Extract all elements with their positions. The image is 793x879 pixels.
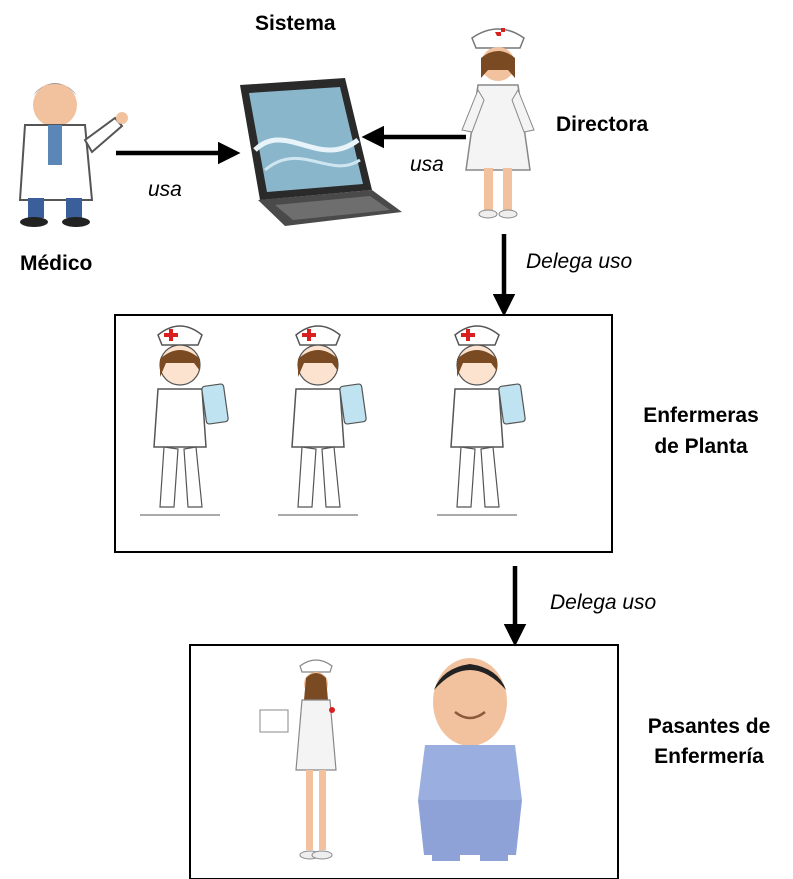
label-directora: Directora xyxy=(556,113,649,136)
laptop-icon xyxy=(240,78,402,226)
label-usa-right: usa xyxy=(410,153,444,176)
nurse-icon xyxy=(140,325,229,516)
enfermeras-planta-box xyxy=(114,314,613,553)
label-enfermeras-line2: de Planta xyxy=(654,435,748,458)
label-enfermeras-line1: Enfermeras xyxy=(643,404,759,427)
label-pasantes-enfermeria: Pasantes de Enfermería xyxy=(630,715,788,769)
label-medico: Médico xyxy=(20,252,93,275)
director-nurse-figure xyxy=(461,28,535,219)
label-delega-uso-1: Delega uso xyxy=(526,250,633,273)
label-pasantes-line1: Pasantes de xyxy=(647,715,771,738)
label-sistema: Sistema xyxy=(255,12,336,35)
intern-male-figure xyxy=(418,658,522,861)
label-pasantes-line2: Enfermería xyxy=(654,745,764,768)
label-delega-uso-2: Delega uso xyxy=(550,591,657,614)
nurse-icon xyxy=(277,325,368,516)
label-enfermeras-planta: Enfermeras de Planta xyxy=(626,404,776,459)
nurse-icon xyxy=(436,325,527,516)
intern-nurse-figure xyxy=(259,659,337,860)
label-usa-left: usa xyxy=(148,178,182,201)
doctor-figure xyxy=(18,83,128,227)
pasantes-box xyxy=(189,644,619,879)
